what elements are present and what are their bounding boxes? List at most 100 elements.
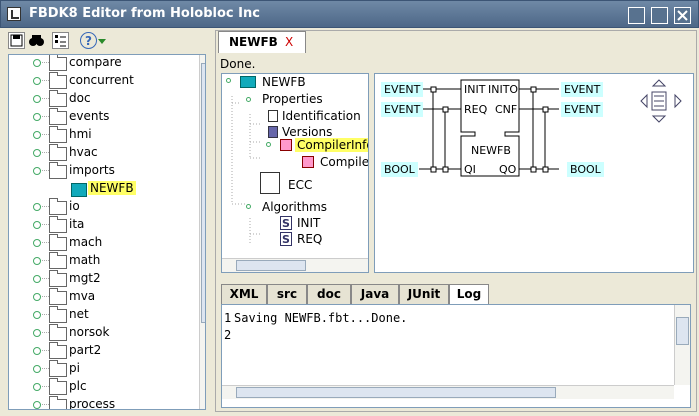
- tree-item-net[interactable]: net: [9, 306, 194, 324]
- tree-item-process[interactable]: process: [9, 396, 194, 410]
- tab-src[interactable]: src: [267, 284, 307, 305]
- tree-item-mach[interactable]: mach: [9, 234, 194, 252]
- log-view[interactable]: 1 Saving NEWFB.fbt...Done. 2: [221, 304, 691, 408]
- scrollbar[interactable]: [222, 258, 368, 272]
- tree-item-label: process: [69, 397, 116, 410]
- expand-handle-icon[interactable]: [33, 59, 41, 67]
- folder-icon: [49, 216, 67, 233]
- expand-handle-icon[interactable]: [33, 131, 41, 139]
- expand-handle-icon[interactable]: [33, 275, 41, 283]
- expand-handle-icon[interactable]: [33, 221, 41, 229]
- tree-item-ita[interactable]: ita: [9, 216, 194, 234]
- tree-identification[interactable]: Identification: [282, 109, 361, 123]
- tree-properties[interactable]: Properties: [262, 92, 323, 106]
- checklist-icon[interactable]: [52, 32, 69, 49]
- tree-item-compare[interactable]: compare: [9, 55, 194, 72]
- tab-doc[interactable]: doc: [307, 284, 351, 305]
- tree-compiler-info[interactable]: CompilerInfo: [295, 138, 368, 152]
- tree-init[interactable]: INIT: [297, 216, 321, 230]
- tab-java[interactable]: Java: [351, 284, 399, 305]
- scroll-thumb[interactable]: [236, 387, 556, 398]
- expand-handle-icon[interactable]: [33, 203, 41, 211]
- save-icon[interactable]: [8, 32, 25, 49]
- toolbar: ?: [2, 30, 214, 52]
- tree-item-label: pi: [69, 361, 80, 375]
- help-icon[interactable]: ?: [80, 32, 97, 49]
- expand-handle-icon[interactable]: [33, 257, 41, 265]
- event-output-port[interactable]: EVENT: [561, 82, 604, 97]
- close-icon[interactable]: [674, 7, 691, 24]
- expand-handle-icon[interactable]: [33, 329, 41, 337]
- expand-handle-icon[interactable]: [33, 293, 41, 301]
- tab-newfb[interactable]: NEWFB X: [218, 31, 306, 53]
- expand-handle-icon[interactable]: [33, 167, 41, 175]
- pan-zoom-control[interactable]: [637, 76, 685, 126]
- event-input-port[interactable]: EVENT: [381, 82, 424, 97]
- document-icon: [268, 110, 278, 122]
- tree-item-events[interactable]: events: [9, 108, 194, 126]
- expand-handle-icon[interactable]: [246, 97, 251, 102]
- tree-item-norsok[interactable]: norsok: [9, 324, 194, 342]
- tab-close-button[interactable]: X: [285, 35, 294, 49]
- tree-item-part2[interactable]: part2: [9, 342, 194, 360]
- title-bar: FBDK8 Editor from Holobloc Inc: [0, 0, 699, 28]
- tree-req[interactable]: REQ: [297, 232, 323, 246]
- tree-item-label: mgt2: [69, 271, 101, 285]
- fb-diagram[interactable]: EVENT EVENT BOOL EVENT EVENT BOOL INIT I…: [374, 73, 694, 273]
- tree-item-doc[interactable]: doc: [9, 90, 194, 108]
- tree-item-hvac[interactable]: hvac: [9, 144, 194, 162]
- tree-item-pi[interactable]: pi: [9, 360, 194, 378]
- tree-root[interactable]: NEWFB: [262, 75, 306, 89]
- folder-icon: [49, 342, 67, 359]
- tree-ecc[interactable]: ECC: [288, 178, 313, 192]
- tree-item-label: mva: [69, 289, 96, 303]
- expand-handle-icon[interactable]: [33, 401, 41, 409]
- tree-item-mgt2[interactable]: mgt2: [9, 270, 194, 288]
- scroll-thumb[interactable]: [201, 63, 205, 323]
- tab-log[interactable]: Log: [449, 284, 489, 305]
- tree-item-label: plc: [69, 379, 87, 393]
- expand-handle-icon[interactable]: [266, 142, 271, 147]
- tree-compiler[interactable]: Compile: [320, 155, 369, 169]
- tree-item-label: math: [69, 253, 101, 267]
- data-output-port[interactable]: BOOL: [567, 162, 604, 177]
- expand-handle-icon[interactable]: [33, 149, 41, 157]
- event-input-port[interactable]: EVENT: [381, 102, 424, 117]
- restore-icon[interactable]: [628, 7, 645, 24]
- tree-item-label: events: [69, 109, 110, 123]
- expand-handle-icon[interactable]: [246, 204, 251, 209]
- expand-handle-icon[interactable]: [33, 95, 41, 103]
- expand-handle-icon[interactable]: [33, 311, 41, 319]
- tree-item-plc[interactable]: plc: [9, 378, 194, 396]
- tree-item-io[interactable]: io: [9, 198, 194, 216]
- tab-xml[interactable]: XML: [221, 284, 267, 305]
- maximize-icon[interactable]: [651, 7, 668, 24]
- scrollbar[interactable]: [222, 385, 674, 399]
- scroll-thumb[interactable]: [236, 260, 306, 271]
- scroll-thumb[interactable]: [676, 317, 689, 345]
- tree-item-hmi[interactable]: hmi: [9, 126, 194, 144]
- scrollbar[interactable]: [674, 305, 690, 385]
- expand-handle-icon[interactable]: [33, 347, 41, 355]
- expand-handle-icon[interactable]: [226, 78, 231, 83]
- tree-item-newfb[interactable]: NEWFB: [9, 180, 194, 198]
- fb-pin-init: INIT: [464, 83, 486, 96]
- scrollbar[interactable]: [199, 55, 205, 409]
- expand-handle-icon[interactable]: [33, 383, 41, 391]
- data-input-port[interactable]: BOOL: [381, 162, 418, 177]
- expand-handle-icon[interactable]: [33, 113, 41, 121]
- expand-handle-icon[interactable]: [33, 365, 41, 373]
- tree-item-math[interactable]: math: [9, 252, 194, 270]
- chevron-down-icon[interactable]: [98, 39, 106, 44]
- tree-item-concurrent[interactable]: concurrent: [9, 72, 194, 90]
- tab-junit[interactable]: JUnit: [399, 284, 449, 305]
- window-title: FBDK8 Editor from Holobloc Inc: [29, 6, 260, 21]
- tree-item-mva[interactable]: mva: [9, 288, 194, 306]
- expand-handle-icon[interactable]: [33, 239, 41, 247]
- expand-handle-icon[interactable]: [33, 77, 41, 85]
- event-output-port[interactable]: EVENT: [561, 102, 604, 117]
- tree-versions[interactable]: Versions: [282, 125, 333, 139]
- tree-algorithms[interactable]: Algorithms: [262, 200, 328, 214]
- tree-item-imports[interactable]: imports: [9, 162, 194, 180]
- binoculars-icon[interactable]: [28, 32, 45, 49]
